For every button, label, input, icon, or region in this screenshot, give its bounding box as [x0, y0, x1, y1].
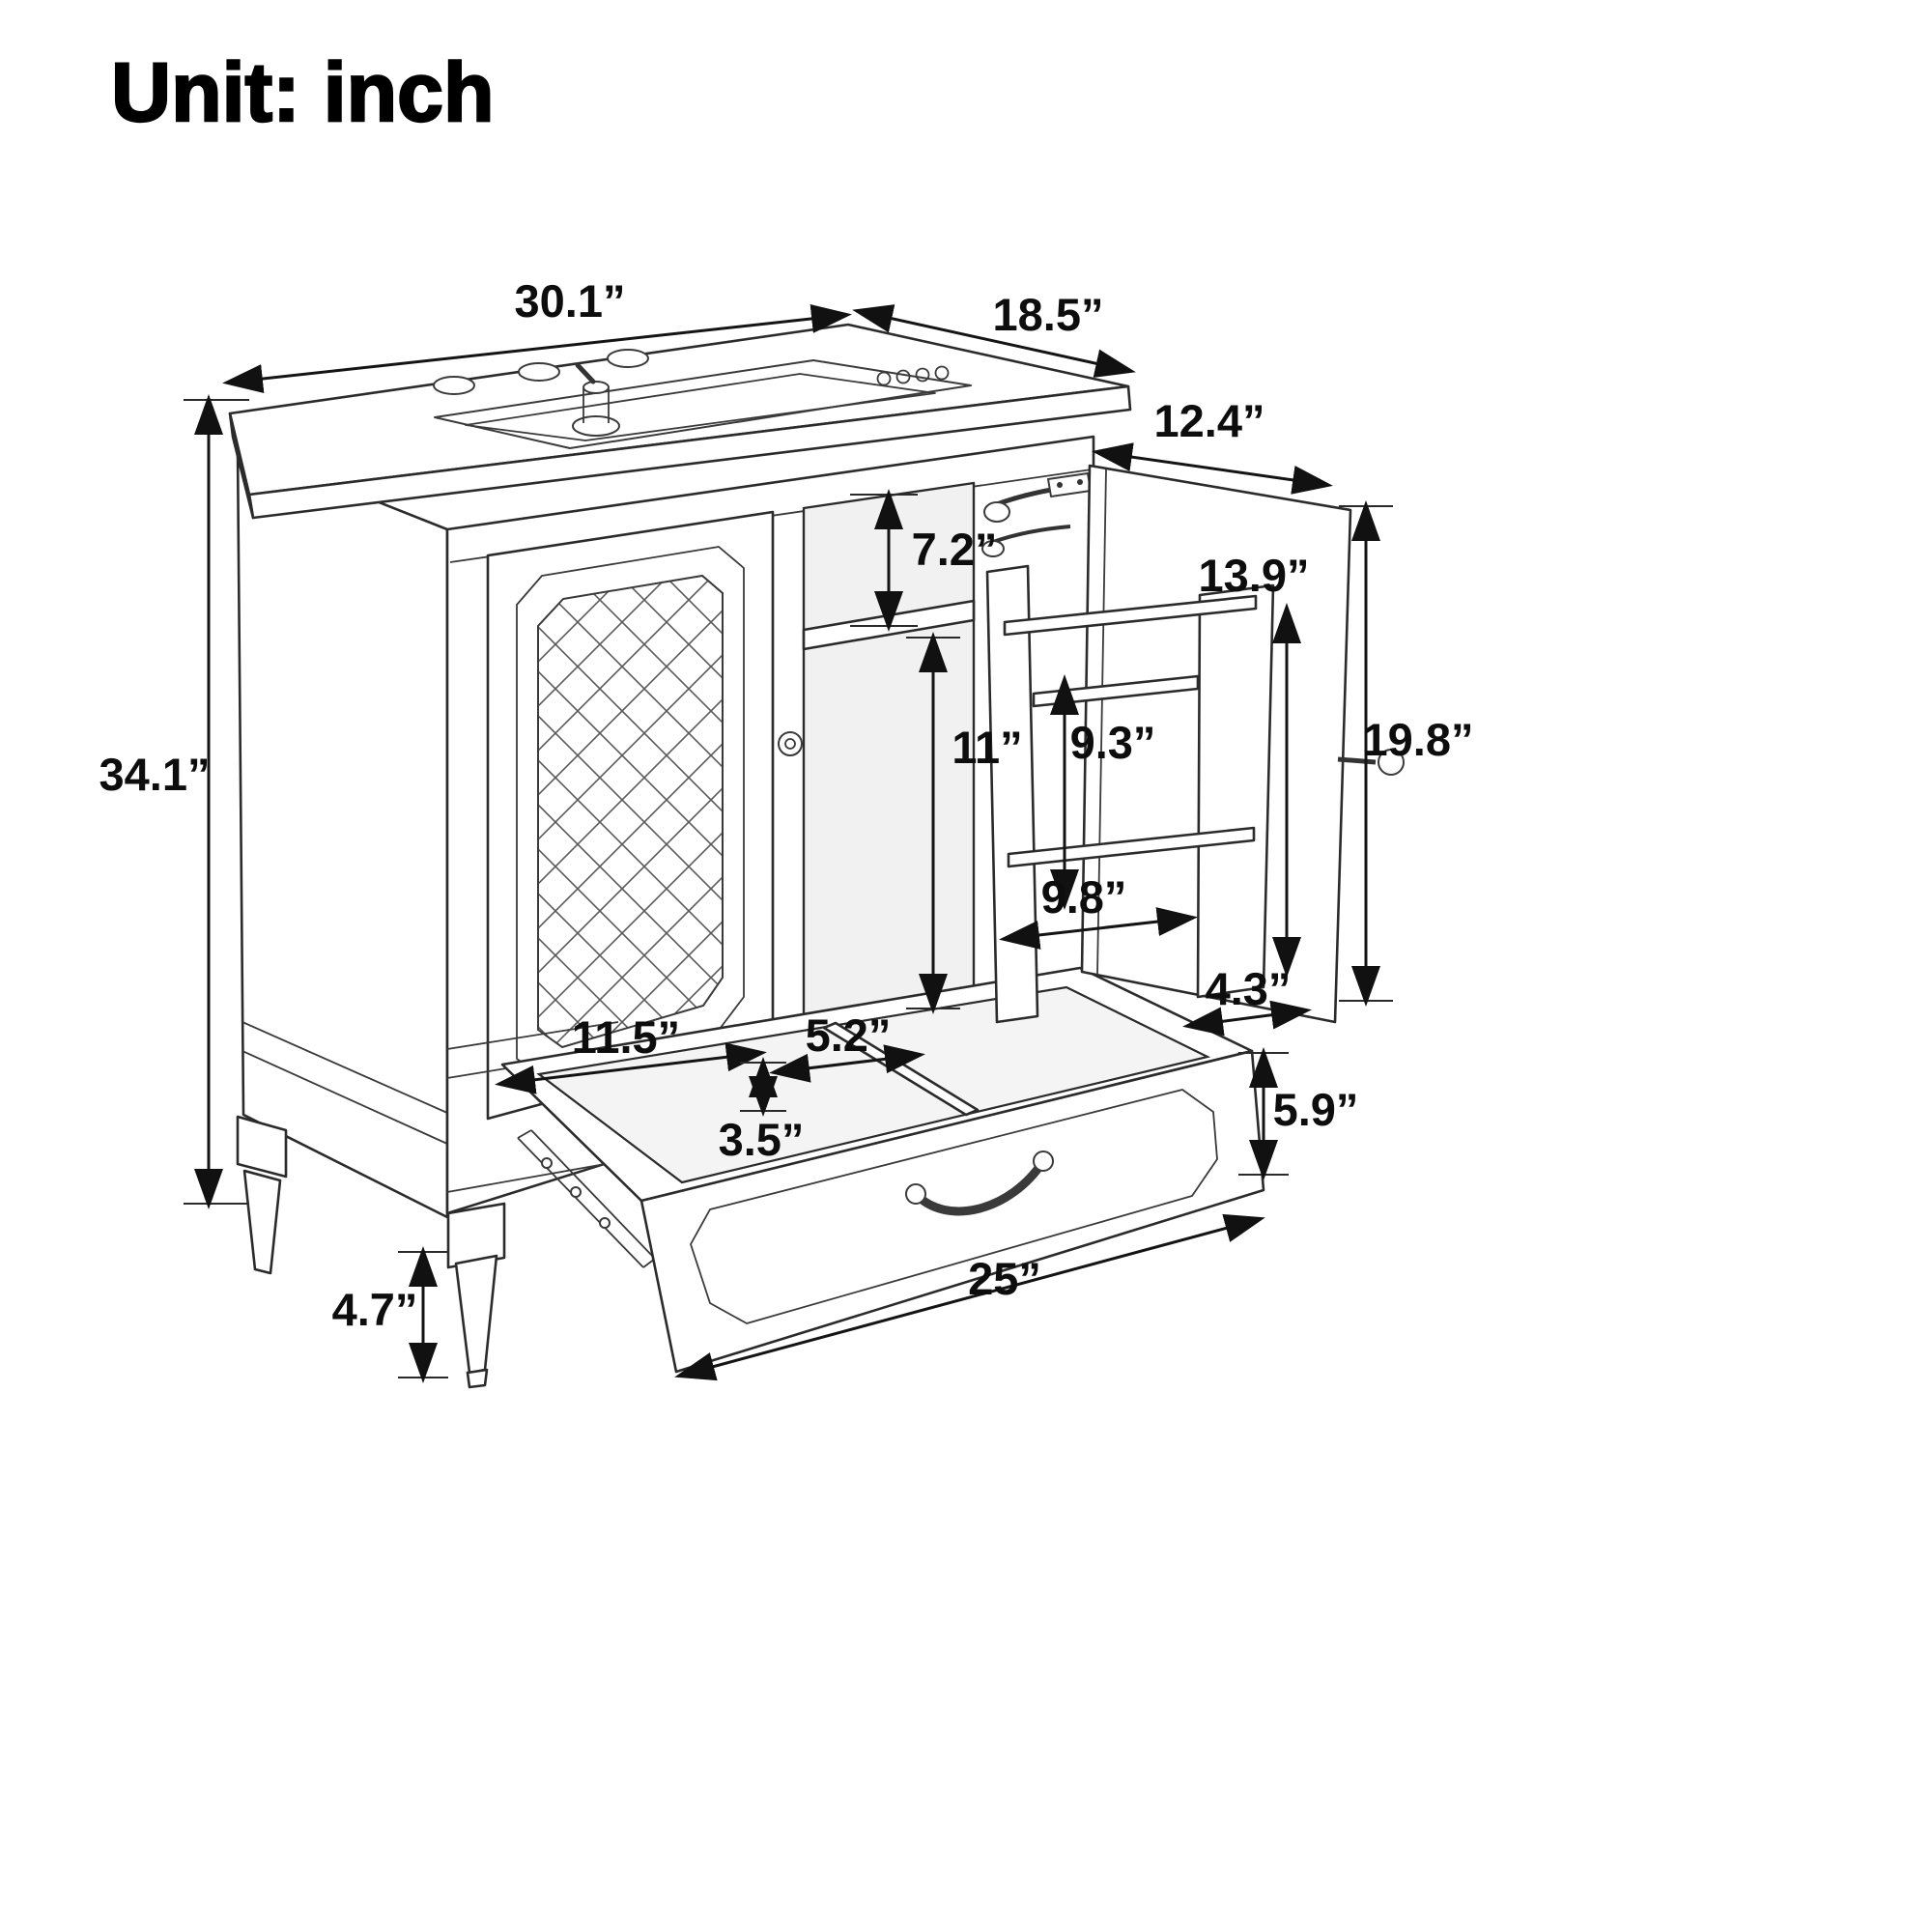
faucet-hole-right: [607, 349, 649, 368]
dimension-arrow: [1092, 442, 1333, 495]
dim-overall-height: 34.1”: [99, 394, 249, 1209]
dimensions: 30.1” 18.5” 12.4” 7.2” 11” 9.3”: [99, 275, 1474, 1383]
dim-open-door-width: 12.4”: [1092, 395, 1333, 495]
dimension-label: 25”: [968, 1253, 1041, 1304]
dimension-arrow: [999, 907, 1198, 950]
dimension-label: 34.1”: [99, 749, 211, 800]
drawer-box-interior: [536, 985, 1211, 1184]
dim-drawer-right-section: 5.2”: [769, 1009, 925, 1083]
dim-rack-panel-height: 13.9”: [1199, 550, 1310, 978]
hinge-screw-1: [1057, 482, 1063, 488]
dimension-label: 12.4”: [1154, 395, 1265, 446]
dim-lower-space-height: 11”: [906, 632, 1023, 1014]
hinges: [981, 472, 1092, 557]
dimension-label: 9.3”: [1070, 717, 1156, 768]
mid-rail-top: [446, 1021, 619, 1050]
dim-leg-height: 4.7”: [332, 1246, 448, 1383]
dimension-arrow: [495, 1042, 767, 1094]
dimension-arrow: [1182, 1000, 1312, 1037]
dimension-label: 9.8”: [1041, 871, 1127, 923]
unit-label: Unit: inch: [111, 46, 495, 139]
front-left-leg-foot: [466, 1368, 489, 1389]
lattice-panel: [537, 574, 724, 1049]
dimension-arrow: [852, 304, 1136, 378]
dimension-label: 30.1”: [515, 275, 626, 327]
drawer-handle: [905, 1151, 1054, 1216]
faucet-hole-center: [518, 362, 560, 382]
dimension-label: 4.3”: [1206, 963, 1292, 1014]
left-door: [486, 510, 803, 1121]
dimension-label: 3.5”: [719, 1114, 805, 1165]
hinge-cup-top: [983, 501, 1010, 523]
hinge-arm-bottom: [992, 525, 1071, 544]
back-left-leg-cap: [236, 1115, 288, 1179]
front-left-leg-cap: [446, 1202, 506, 1269]
dimension-arrow: [222, 304, 852, 393]
back-left-leg: [242, 1169, 282, 1275]
faucet-base: [572, 415, 620, 437]
dimension-arrow: [674, 1213, 1265, 1381]
left-door-knob-center: [784, 738, 796, 750]
open-door-edge: [1096, 469, 1107, 976]
counter-left-edge: [228, 412, 255, 520]
dimension-label: 5.2”: [806, 1009, 892, 1061]
dim-upper-shelf-height: 7.2”: [850, 489, 998, 632]
dim-divider-height: 3.5”: [719, 1057, 805, 1165]
side-panel-molding-top: [242, 1021, 448, 1114]
dimension-label: 18.5”: [993, 289, 1104, 340]
dim-rack-width: 9.8”: [999, 871, 1198, 950]
dimension-label: 13.9”: [1199, 550, 1310, 601]
rack-top-bar: [1003, 594, 1258, 637]
dim-drawer-side-height: 5.9”: [1238, 1047, 1359, 1180]
left-door-knob: [778, 731, 803, 756]
handle-post-right: [1033, 1151, 1054, 1172]
side-panel: [236, 444, 449, 1219]
dimension-label: 19.8”: [1363, 714, 1474, 765]
dim-drawer-width: 25”: [674, 1213, 1265, 1381]
slide-roller: [599, 1217, 611, 1229]
handle-post-left: [905, 1183, 926, 1205]
dim-rack-depth: 4.3”: [1182, 963, 1312, 1037]
dim-rack-inner-height: 9.3”: [1050, 674, 1156, 910]
dimension-label: 11”: [952, 722, 1022, 773]
side-panel-molding-bottom: [242, 1050, 448, 1145]
dimension-label: 7.2”: [912, 524, 998, 575]
handle-bail: [911, 1156, 1048, 1216]
dimension-label: 5.9”: [1273, 1084, 1359, 1135]
dimension-label: 11.5”: [572, 1011, 680, 1063]
drawer-slide: [517, 1129, 656, 1268]
dim-top-width: 30.1”: [222, 275, 852, 393]
dim-drawer-left-section: 11.5”: [495, 1011, 767, 1094]
slide-roller: [541, 1157, 553, 1169]
dimension-label: 4.7”: [332, 1284, 418, 1335]
front-left-leg: [454, 1254, 498, 1375]
faucet-hole-left: [433, 376, 475, 395]
dim-open-door-height: 19.8”: [1339, 500, 1474, 1007]
faucet-top: [582, 381, 610, 394]
hinge-cup-bottom: [981, 540, 1005, 557]
dimension-arrow: [769, 1044, 925, 1083]
slide-roller: [570, 1186, 582, 1198]
hinge-screw-2: [1077, 479, 1083, 485]
slide-rail: [517, 1129, 656, 1268]
faucet-column: [582, 388, 610, 423]
rack-right-board: [1196, 583, 1275, 999]
dim-top-depth: 18.5”: [852, 289, 1136, 378]
